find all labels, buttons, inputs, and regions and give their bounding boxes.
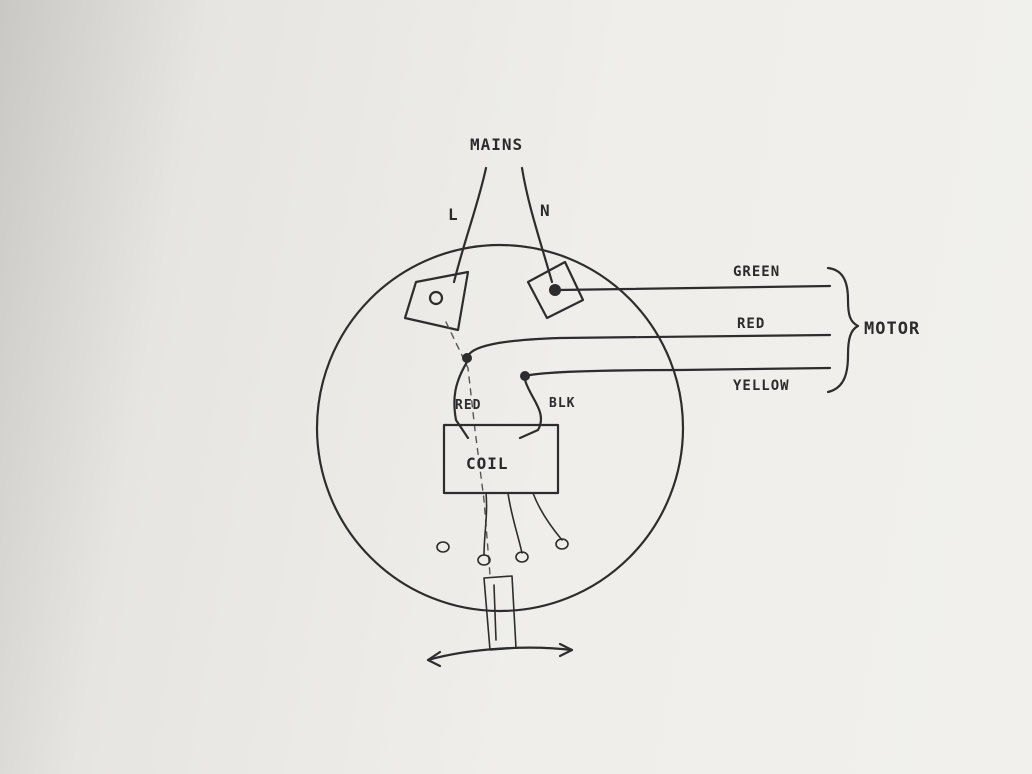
rotation-arrow (426, 642, 574, 668)
contact-3 (555, 538, 569, 550)
yellow-wire (523, 366, 832, 378)
contact-1 (477, 554, 491, 566)
red-motor-wire (465, 333, 832, 360)
green-wire (555, 284, 832, 292)
red-coil-label: RED (455, 398, 481, 413)
contact-lead-3 (532, 492, 563, 541)
terminal-neutral (526, 260, 585, 320)
motor-brace (826, 266, 860, 394)
contact-lead-1 (483, 492, 488, 556)
neutral-label: N (540, 201, 551, 220)
mains-neutral-wire (520, 166, 554, 284)
coil-box (442, 423, 560, 495)
housing-circle (315, 243, 685, 613)
blk-coil-wire (518, 378, 542, 440)
blk-label: BLK (549, 396, 575, 411)
contact-2 (515, 551, 529, 563)
yellow-label: YELLOW (733, 378, 790, 394)
contact-0 (436, 541, 450, 553)
red-junction-dot (462, 353, 472, 363)
green-label: GREEN (733, 264, 780, 280)
selector-knob (483, 575, 517, 651)
motor-label: MOTOR (864, 319, 920, 339)
red-motor-label: RED (737, 316, 765, 332)
mains-live-wire (452, 166, 488, 284)
contact-lead-2 (507, 492, 523, 554)
live-label: L (448, 205, 459, 224)
blk-junction-dot (520, 371, 530, 381)
red-coil-wire (453, 360, 470, 440)
terminal-live (403, 270, 470, 332)
mains-label: MAINS (470, 135, 523, 154)
coil-label: COIL (466, 454, 509, 473)
